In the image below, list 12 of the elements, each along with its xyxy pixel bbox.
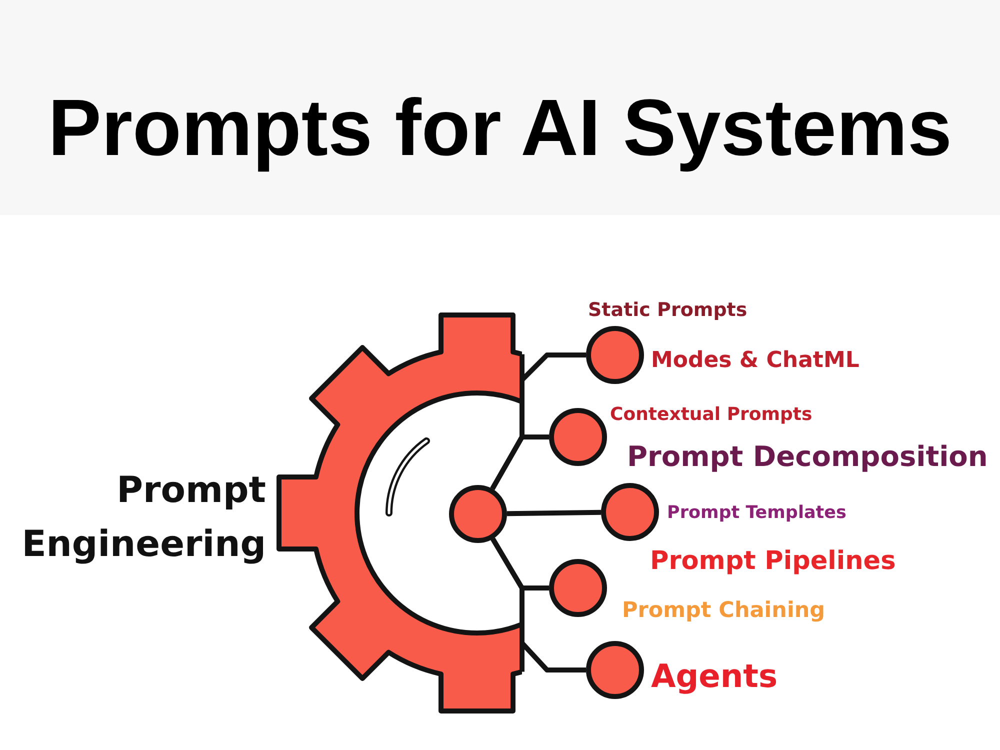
- node-caption: Prompt Chaining: [622, 600, 826, 622]
- node-caption: Agents: [651, 660, 778, 692]
- node-caption: Contextual Prompts: [610, 406, 812, 424]
- node-caption: Modes & ChatML: [651, 350, 860, 372]
- node-caption: Prompt Templates: [667, 504, 846, 522]
- connector-line: [490, 434, 549, 490]
- node-caption: Prompt Decomposition: [627, 442, 988, 471]
- connector-line: [506, 510, 602, 516]
- node-caption: Prompt Pipelines: [650, 548, 896, 574]
- node-label: Prompt Engineering: [20, 469, 266, 567]
- connector-line: [490, 538, 586, 672]
- node-caption: Static Prompts: [588, 300, 748, 320]
